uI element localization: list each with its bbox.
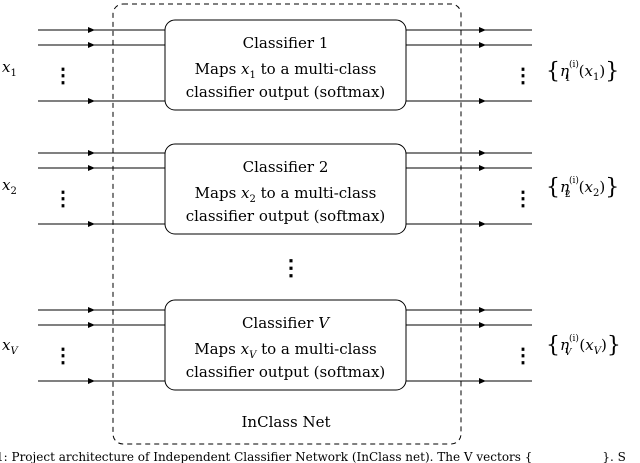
vertical-dots: ⋮: [513, 186, 533, 210]
output-label-eta2: {η(i)2(x2)}: [546, 175, 619, 200]
output-label-eta1: {η(i)1(x1)}: [546, 59, 619, 84]
vertical-dots: ⋮: [513, 63, 533, 87]
arrow-head: [479, 27, 486, 33]
classifier-v-title: Classifier V: [242, 314, 331, 332]
arrow-head: [479, 221, 486, 227]
classifier-1-desc-line1: Maps x1 to a multi-class: [195, 60, 377, 81]
arrow-head: [88, 307, 95, 313]
arrow-head: [88, 221, 95, 227]
classifier-2-box: [164, 143, 407, 235]
arrow-head: [479, 322, 486, 328]
vertical-dots: ⋮: [53, 343, 73, 367]
classifier-v-box: [164, 299, 407, 391]
classifier-2-group: x2 ⋮ Classifier 2 Maps x2 to a multi-cla…: [2, 143, 619, 235]
arrow-head: [88, 150, 95, 156]
arrow-head: [88, 322, 95, 328]
classifier-2-desc-line1: Maps x2 to a multi-class: [195, 184, 377, 205]
classifier-2-title: Classifier 2: [243, 158, 329, 176]
arrow-head: [88, 98, 95, 104]
arrow-head: [479, 165, 486, 171]
arrow-head: [88, 165, 95, 171]
classifier-1-group: x1 ⋮ Classifier 1 Maps x1 to a multi-cla…: [2, 19, 619, 111]
classifier-2-desc-line2: classifier output (softmax): [186, 207, 386, 225]
classifier-1-title: Classifier 1: [243, 34, 329, 52]
vertical-dots: ⋮: [53, 186, 73, 210]
classifier-v-desc-line1: Maps xV to a multi-class: [194, 340, 377, 361]
vertical-dots: ⋮: [513, 343, 533, 367]
input-label-x2: x2: [2, 176, 17, 197]
arrow-head: [479, 98, 486, 104]
arrow-head: [479, 307, 486, 313]
arrow-head: [479, 150, 486, 156]
arrow-head: [88, 378, 95, 384]
container-label: InClass Net: [242, 413, 331, 431]
arrow-head: [479, 42, 486, 48]
middle-vertical-dots: ⋮: [280, 255, 302, 281]
classifier-1-desc-line2: classifier output (softmax): [186, 83, 386, 101]
input-label-x1: x1: [2, 58, 17, 79]
classifier-1-box: [164, 19, 407, 111]
classifier-v-group: xV ⋮ Classifier V Maps xV to a multi-cla…: [2, 299, 621, 391]
input-label-xv: xV: [2, 336, 19, 357]
arrow-head: [88, 42, 95, 48]
output-label-etav: {η(i)V(xV)}: [546, 333, 621, 358]
arrow-head: [88, 27, 95, 33]
arrow-head: [479, 378, 486, 384]
caption-fragment: 1: Project architecture of Independent C…: [0, 450, 626, 463]
classifier-v-desc-line2: classifier output (softmax): [186, 363, 386, 381]
vertical-dots: ⋮: [53, 63, 73, 87]
